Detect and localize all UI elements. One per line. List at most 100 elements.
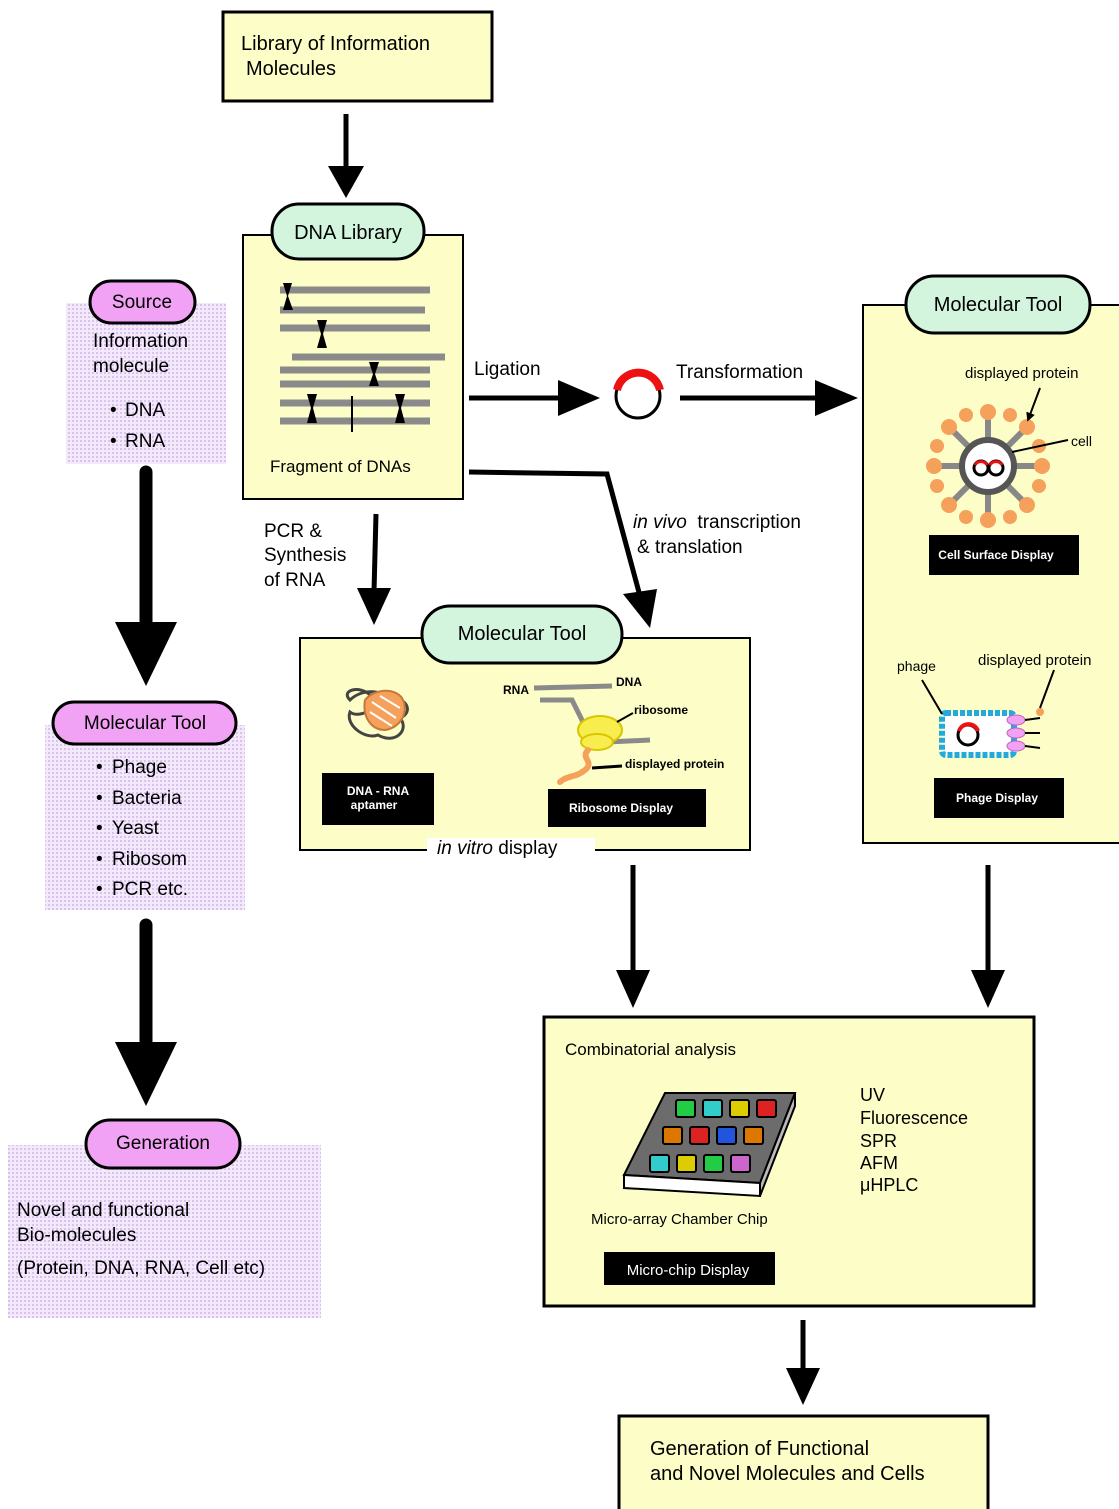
chip-well <box>716 1126 737 1145</box>
chip-well <box>702 1099 723 1118</box>
aptamer-label-line1: DNA - RNA <box>347 784 410 798</box>
invivo-arrow: in vivo transcription & translation <box>468 469 801 628</box>
chip-well <box>689 1126 710 1145</box>
cut-site-marks <box>283 283 405 432</box>
right-tool-panel: displayed protein cell Cell Surface Disp… <box>862 304 1119 844</box>
invitro-panel: DNA - RNA aptamer RNA DNA ribosome displ… <box>299 637 751 862</box>
right-tool-label: Molecular Tool <box>934 294 1063 316</box>
chip-well <box>703 1154 724 1173</box>
left-tool-label: Molecular Tool <box>84 713 206 734</box>
dna-library-label: DNA Library <box>294 222 402 244</box>
invivo-italic: in vivo <box>633 512 687 533</box>
chip-well <box>675 1099 696 1118</box>
chip-well <box>649 1154 670 1173</box>
arrow-tool-to-generation <box>115 918 177 1106</box>
pcr-arrow: PCR & Synthesis of RNA <box>264 513 391 625</box>
arrow-right-tool-to-combinatorial <box>971 865 1005 1008</box>
source-bullet: • <box>110 400 117 421</box>
pcr-line2: Synthesis <box>264 545 346 566</box>
ribosome-display-label: Ribosome Display <box>569 801 673 815</box>
phage-label: phage <box>897 658 936 674</box>
chip-well <box>743 1126 764 1145</box>
top-box-line2: Molecules <box>246 58 336 80</box>
aptamer-icon <box>346 688 409 740</box>
chip-well <box>756 1099 777 1118</box>
source-item-dna: DNA <box>125 400 165 421</box>
cell-label: cell <box>1071 433 1092 449</box>
invivo-line2: & translation <box>637 537 743 558</box>
transformation-label: Transformation <box>676 362 803 383</box>
invitro-caption-rest: display <box>493 838 558 859</box>
dna-library-panel: Fragment of DNAs <box>242 234 464 500</box>
invivo-label: in vivo transcription <box>633 512 801 533</box>
pcr-line3: of RNA <box>264 570 326 591</box>
bullet: • <box>96 849 103 870</box>
invitro-caption-italic: in vitro <box>437 838 493 859</box>
left-tool-item: Phage <box>112 757 167 778</box>
dna-library-pill: DNA Library <box>270 202 426 261</box>
fragment-caption: Fragment of DNAs <box>270 457 411 476</box>
chip-well <box>729 1099 750 1118</box>
cell-surface-display-label: Cell Surface Display <box>938 548 1054 562</box>
displayed-protein-label: displayed protein <box>625 757 724 771</box>
left-tool-panel: Molecular Tool • Phage • Bacteria • Yeas… <box>45 700 245 910</box>
method-fluorescence: Fluorescence <box>860 1108 968 1128</box>
source-item-rna: RNA <box>125 431 165 452</box>
generation-label: Generation <box>116 1133 210 1154</box>
ribosome-illustration <box>533 683 651 785</box>
source-panel: Source Information molecule • DNA • RNA <box>66 279 226 464</box>
invivo-rest: transcription <box>687 512 801 533</box>
bullet: • <box>96 879 103 900</box>
ligation-label: Ligation <box>474 359 541 380</box>
displayed-protein-bottom-label: displayed protein <box>978 652 1091 669</box>
microarray-chip <box>622 1092 797 1198</box>
arrow-source-to-tool <box>115 465 177 686</box>
dna-label: DNA <box>616 675 642 689</box>
method-afm: AFM <box>860 1153 898 1173</box>
top-box-line1: Library of Information <box>241 33 430 55</box>
chip-well <box>676 1154 697 1173</box>
arrow-combinatorial-to-bottom <box>786 1320 820 1405</box>
aptamer-label-line2: aptamer <box>351 798 398 812</box>
generation-functional-box: Generation of Functional and Novel Molec… <box>617 1414 990 1509</box>
chip-caption: Micro-array Chamber Chip <box>591 1211 768 1228</box>
generation-panel: Generation Novel and functional Bio-mole… <box>8 1118 321 1318</box>
plasmid <box>613 368 664 420</box>
bottom-box-line2: and Novel Molecules and Cells <box>650 1463 925 1485</box>
method-hplc: μHPLC <box>860 1175 918 1195</box>
chip-well <box>662 1126 683 1145</box>
source-label: Source <box>112 292 172 313</box>
generation-line1: Novel and functional <box>17 1200 189 1221</box>
bullet: • <box>96 818 103 839</box>
invitro-tool-label: Molecular Tool <box>458 623 587 645</box>
transformation-arrow: Transformation <box>676 362 858 416</box>
arrow-invitro-to-combinatorial <box>616 865 650 1008</box>
dna-fragments <box>280 286 445 425</box>
combinatorial-title: Combinatorial analysis <box>565 1040 736 1059</box>
ligation-arrow: Ligation <box>469 359 600 416</box>
combinatorial-panel: Combinatorial analysis UV Fluorescence S… <box>542 1015 1036 1308</box>
displayed-protein-top-label: displayed protein <box>965 365 1078 382</box>
generation-line2: Bio-molecules <box>17 1225 136 1246</box>
method-uv: UV <box>860 1085 885 1105</box>
generation-line3: (Protein, DNA, RNA, Cell etc) <box>17 1258 265 1279</box>
pcr-line1: PCR & <box>264 521 322 542</box>
arrow-top-to-dna-library <box>328 114 364 198</box>
microchip-display-label: Micro-chip Display <box>627 1262 750 1279</box>
ribosome-label: ribosome <box>634 703 688 717</box>
cell-illustration <box>926 387 1069 528</box>
bottom-box-line1: Generation of Functional <box>650 1438 869 1460</box>
chip-wells <box>649 1099 777 1173</box>
source-line2: molecule <box>93 356 169 377</box>
invitro-pill: Molecular Tool <box>420 604 624 665</box>
library-of-information-box: Library of Information Molecules <box>221 10 494 103</box>
invitro-caption: in vitro display <box>437 838 558 859</box>
phage-display-label: Phage Display <box>956 791 1038 805</box>
bullet: • <box>96 788 103 809</box>
chip-well <box>730 1154 751 1173</box>
source-bullet: • <box>110 431 117 452</box>
left-tool-item: Bacteria <box>112 788 182 809</box>
left-tool-item: Yeast <box>112 818 160 839</box>
left-tool-item: PCR etc. <box>112 879 188 900</box>
